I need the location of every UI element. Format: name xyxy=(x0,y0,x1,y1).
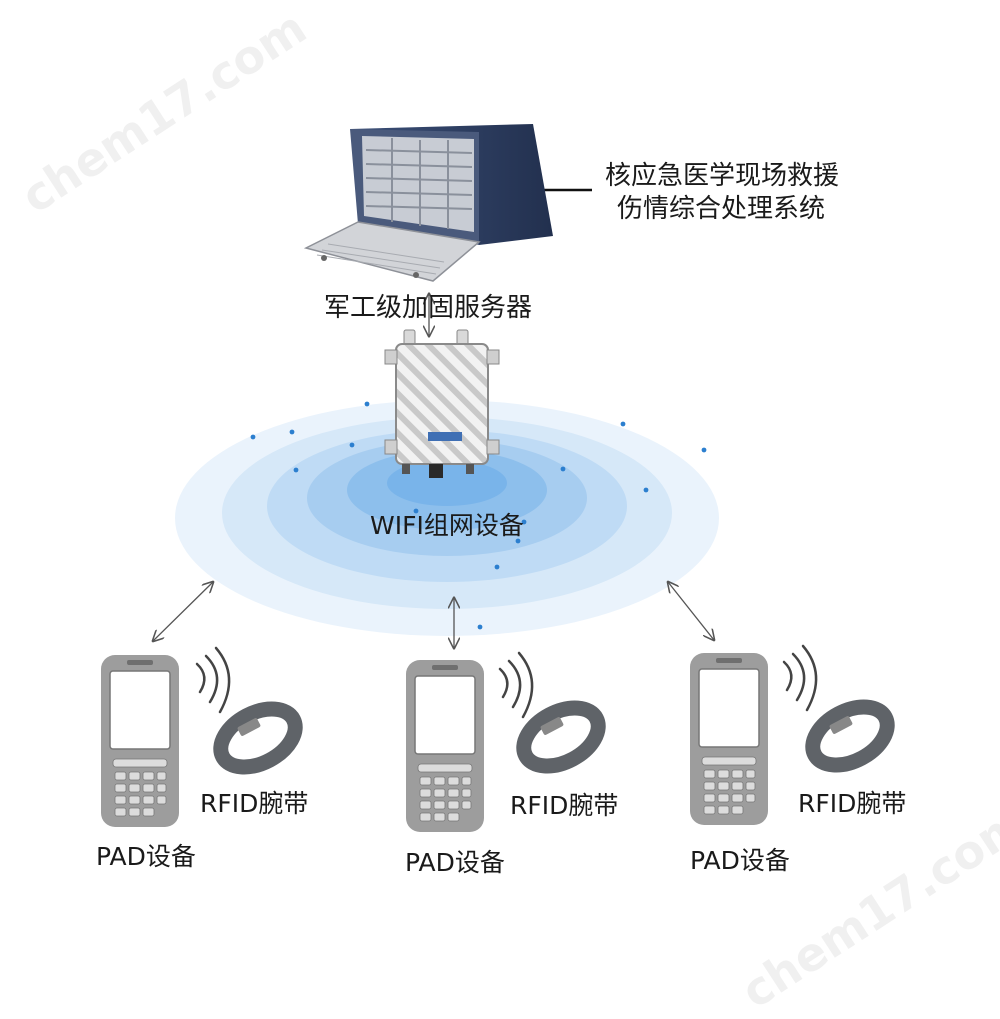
rfid-band-3 xyxy=(805,699,895,773)
wireless-signal-icon xyxy=(195,646,231,714)
system-label: 核应急医学现场救援 伤情综合处理系统 xyxy=(605,160,839,225)
rfid-band-label: RFID腕带 xyxy=(510,791,619,820)
pad-device-3 xyxy=(690,653,768,825)
wifi-label: WIFI组网设备 xyxy=(370,511,524,540)
pad-device-2 xyxy=(406,660,484,832)
rugged-server xyxy=(303,124,553,282)
pad-label: PAD设备 xyxy=(96,842,196,871)
signal-particles xyxy=(250,401,707,630)
rfid-band-1 xyxy=(213,701,303,775)
rfid-band-2 xyxy=(516,700,606,774)
pad-label: PAD设备 xyxy=(690,846,790,875)
system-label-line2: 伤情综合处理系统 xyxy=(617,193,826,224)
server-label: 军工级加固服务器 xyxy=(324,293,533,323)
rfid-band-label: RFID腕带 xyxy=(200,789,309,818)
pad-label: PAD设备 xyxy=(405,848,505,877)
wireless-signal-icon xyxy=(782,644,818,712)
rfid-band-label: RFID腕带 xyxy=(798,789,907,818)
pad-device-1 xyxy=(101,655,179,827)
wifi-coverage-rings xyxy=(175,400,719,636)
system-label-line1: 核应急医学现场救援 xyxy=(605,161,840,191)
wireless-signal-icon xyxy=(498,651,534,719)
wifi-access-point xyxy=(384,329,500,478)
